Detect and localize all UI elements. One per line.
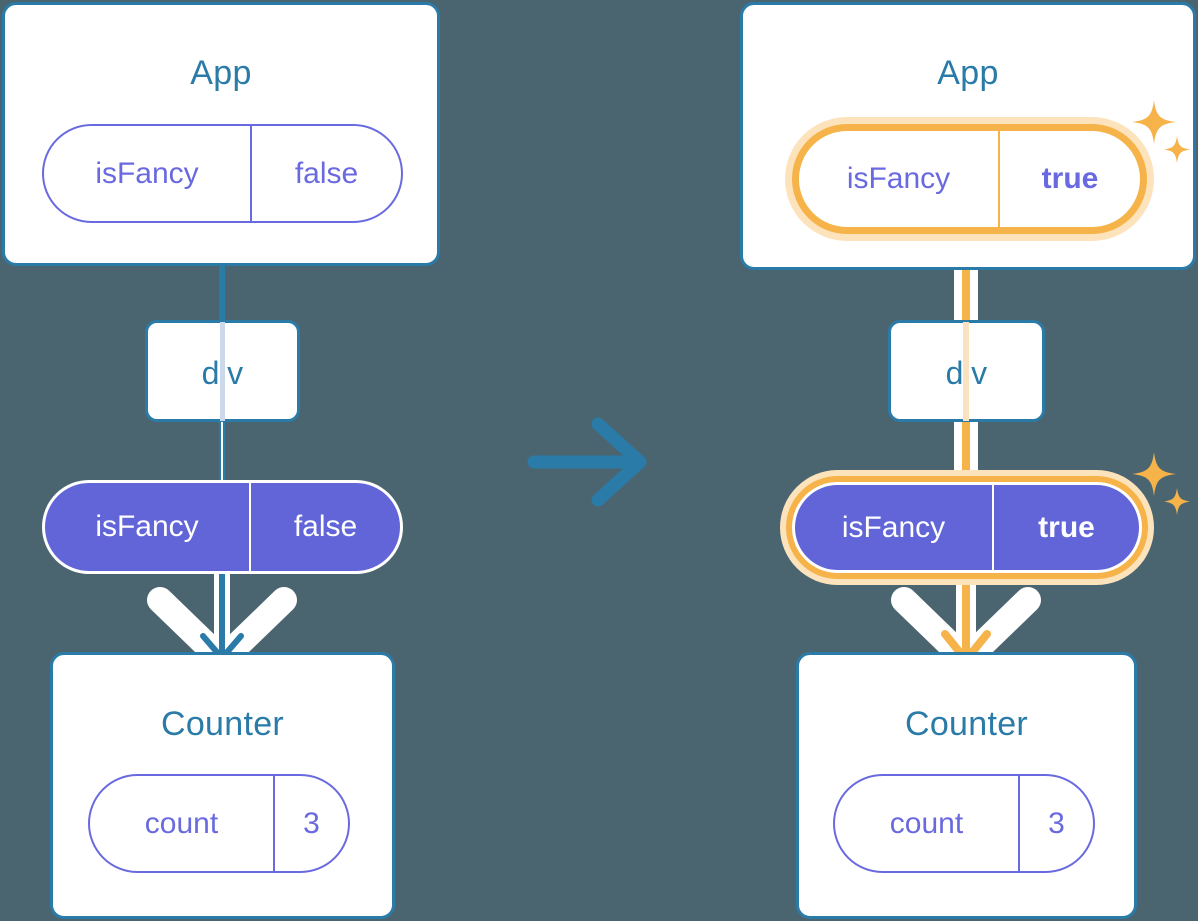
- arrow-right-icon: [527, 417, 647, 507]
- right-counter-state-key: count: [889, 806, 964, 840]
- sparkle-small-top: [1164, 136, 1190, 163]
- left-counter-state-pill[interactable]: count 3: [88, 774, 350, 873]
- right-wire-div-to-props: [962, 420, 970, 484]
- left-wire-div-to-props-gap: [221, 420, 223, 484]
- right-counter-card-title: Counter: [904, 705, 1029, 743]
- left-counter-state-value: 3: [273, 776, 348, 871]
- right-app-state-pill[interactable]: isFancy true: [792, 124, 1147, 234]
- sparkle-group-props: [1132, 452, 1190, 515]
- left-app-state-value: false: [250, 126, 401, 221]
- left-props-to-counter-arrow: [147, 558, 297, 673]
- left-wire-app-to-div: [219, 222, 225, 322]
- right-app-state-value: true: [998, 131, 1140, 227]
- right-props-pill[interactable]: isFancy true: [792, 482, 1142, 573]
- right-app-card-title: App: [937, 54, 999, 92]
- left-props-key: isFancy: [95, 510, 199, 543]
- right-wire-inside-div: [963, 322, 969, 421]
- left-props-pill[interactable]: isFancy false: [42, 480, 403, 574]
- right-wire-halo-lower-right: [970, 420, 978, 484]
- right-wire-halo-upper-right: [970, 222, 978, 322]
- right-counter-state-pill[interactable]: count 3: [833, 774, 1095, 873]
- sparkle-large-top: [1132, 100, 1176, 144]
- left-props-value: false: [249, 483, 400, 571]
- right-props-value: true: [992, 485, 1139, 570]
- sparkle-group-app: [1132, 100, 1190, 163]
- left-app-state-key: isFancy: [95, 156, 199, 190]
- right-props-key: isFancy: [841, 510, 946, 544]
- left-app-state-pill[interactable]: isFancy false: [42, 124, 403, 223]
- right-wire-halo-upper-left: [954, 222, 962, 322]
- sparkle-small-mid: [1164, 488, 1190, 515]
- left-wire-inside-div: [220, 322, 225, 421]
- left-counter-state-key: count: [144, 806, 219, 840]
- right-counter-state-value: 3: [1018, 776, 1093, 871]
- left-app-card-title: App: [190, 54, 252, 92]
- right-props-to-counter-arrow: [891, 556, 1041, 674]
- right-wire-halo-lower-left: [954, 420, 962, 484]
- sparkle-large-mid: [1132, 452, 1176, 496]
- right-app-state-key: isFancy: [846, 162, 951, 195]
- left-counter-card-title: Counter: [160, 705, 285, 743]
- right-wire-app-to-div: [962, 222, 970, 322]
